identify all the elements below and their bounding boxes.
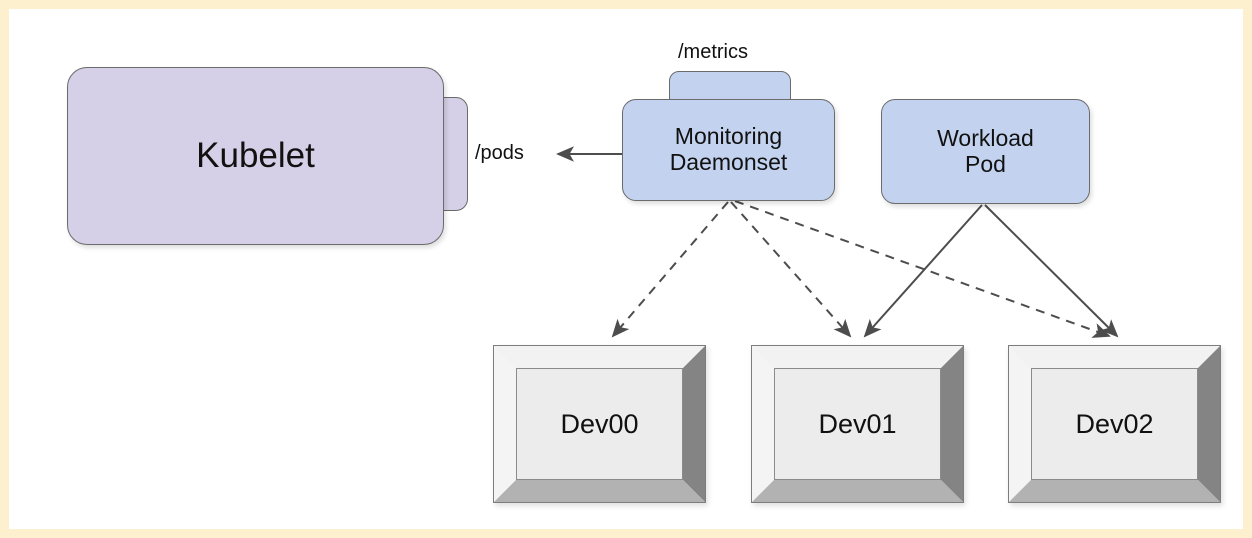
device-label: Dev02 <box>1075 408 1154 439</box>
device-bevel-top <box>494 346 705 368</box>
device-bevel-right <box>683 346 705 502</box>
device-label-area: Dev02 <box>1031 368 1198 480</box>
kubelet-label: Kubelet <box>196 136 315 176</box>
edge-label-metrics: /metrics <box>678 41 748 63</box>
workload-pod-label-line1: Workload <box>937 124 1034 151</box>
device-bevel-right <box>941 346 963 502</box>
device-frame: Dev01 <box>751 345 964 503</box>
edge-monitoring-to-dev02 <box>734 200 1111 338</box>
node-kubelet[interactable]: Kubelet <box>67 67 444 245</box>
node-device[interactable]: Dev00 <box>493 345 706 503</box>
monitoring-daemonset-label-line2: Daemonset <box>669 149 788 175</box>
workload-pod-label-line2: Pod <box>965 150 1006 177</box>
workload-pod-label: Workload Pod <box>937 124 1034 178</box>
device-bevel-left <box>494 346 516 502</box>
device-label: Dev00 <box>560 408 639 439</box>
device-label-area: Dev01 <box>774 368 941 480</box>
node-workload-pod[interactable]: Workload Pod <box>881 99 1090 204</box>
monitoring-daemonset-label: Monitoring Daemonset <box>669 123 788 176</box>
device-bevel-bottom <box>494 480 705 502</box>
node-device[interactable]: Dev01 <box>751 345 964 503</box>
device-bevel-top <box>752 346 963 368</box>
device-label: Dev01 <box>818 408 897 439</box>
edge-label-pods: /pods <box>475 142 524 164</box>
edge-monitoring-to-dev00 <box>611 201 729 338</box>
device-label-area: Dev00 <box>516 368 683 480</box>
edge-workload-to-dev01 <box>863 204 983 338</box>
node-device[interactable]: Dev02 <box>1008 345 1221 503</box>
device-bevel-bottom <box>752 480 963 502</box>
device-bevel-top <box>1009 346 1220 368</box>
device-frame: Dev02 <box>1008 345 1221 503</box>
monitoring-daemonset-label-line1: Monitoring <box>674 123 783 150</box>
device-frame: Dev00 <box>493 345 706 503</box>
device-bevel-bottom <box>1009 480 1220 502</box>
edge-workload-to-dev02 <box>984 204 1119 338</box>
device-bevel-left <box>1009 346 1031 502</box>
edge-monitoring-to-dev01 <box>730 201 852 338</box>
device-bevel-left <box>752 346 774 502</box>
node-monitoring-daemonset[interactable]: Monitoring Daemonset <box>622 99 835 201</box>
device-bevel-right <box>1198 346 1220 502</box>
